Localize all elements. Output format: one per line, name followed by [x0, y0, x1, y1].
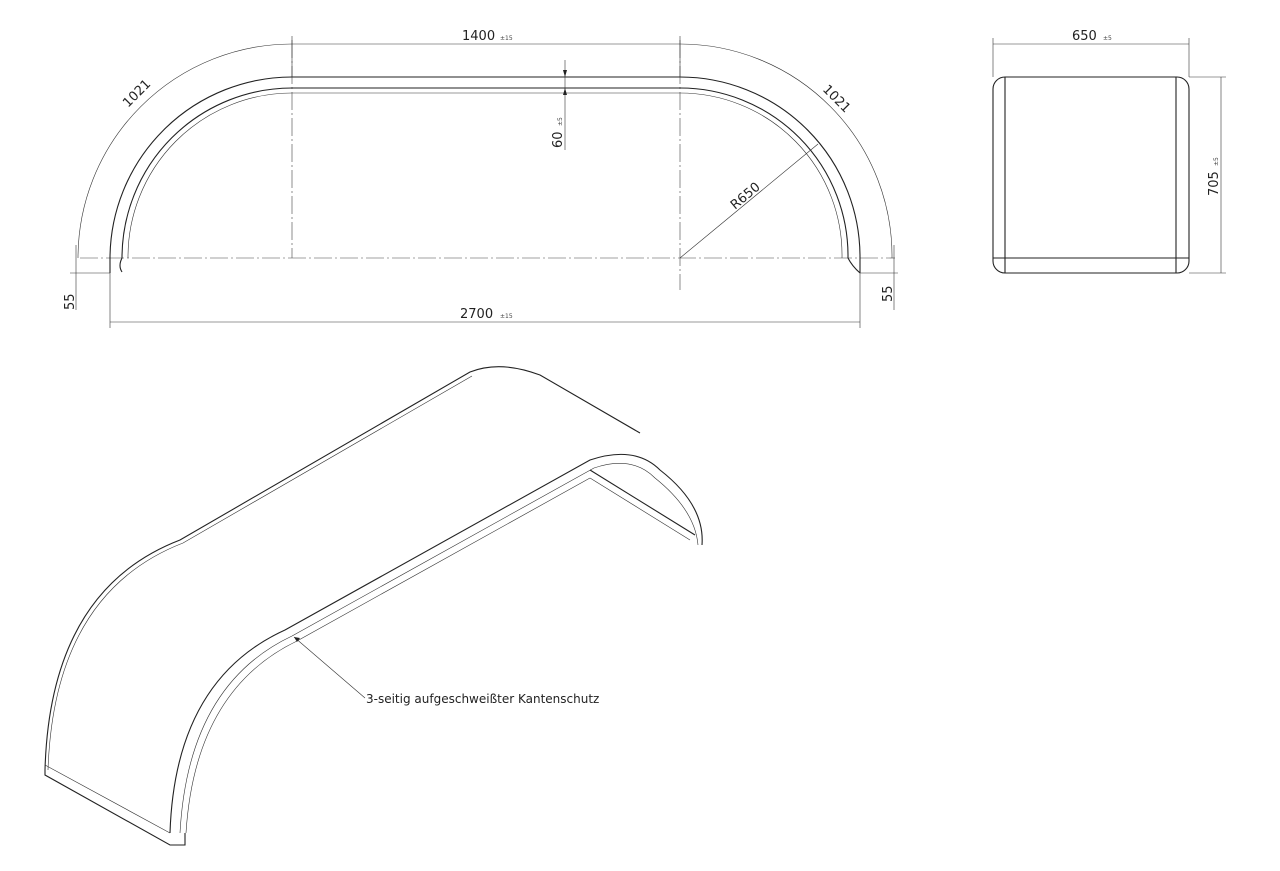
end-height-tolerance: ±5 — [1213, 157, 1220, 166]
radius-label: R650 — [728, 180, 764, 213]
end-width-label: 650 — [1072, 29, 1097, 44]
end-width-tolerance: ±5 — [1103, 35, 1112, 42]
end-height-label: 705 — [1207, 171, 1222, 196]
side-view: 1021 1021 1400 ±15 60 ±5 R650 55 55 2700… — [63, 29, 898, 328]
end-drop-right-label: 55 — [881, 285, 896, 302]
top-length-label: 1400 — [462, 29, 495, 44]
isometric-view: 3-seitig aufgeschweißter Kantenschutz — [44, 366, 703, 846]
overall-length-tolerance: ±15 — [500, 313, 513, 320]
top-length-tolerance: ±15 — [500, 35, 513, 42]
edge-protection-callout: 3-seitig aufgeschweißter Kantenschutz — [366, 692, 599, 706]
thickness-label: 60 — [551, 131, 566, 148]
arc-length-left-label: 1021 — [120, 77, 154, 111]
overall-length-label: 2700 — [460, 307, 493, 322]
end-view: 650 ±5 705 ±5 — [992, 29, 1226, 274]
arc-length-right-label: 1021 — [819, 82, 853, 116]
thickness-tolerance: ±5 — [557, 117, 564, 126]
end-drop-left-label: 55 — [63, 293, 78, 310]
